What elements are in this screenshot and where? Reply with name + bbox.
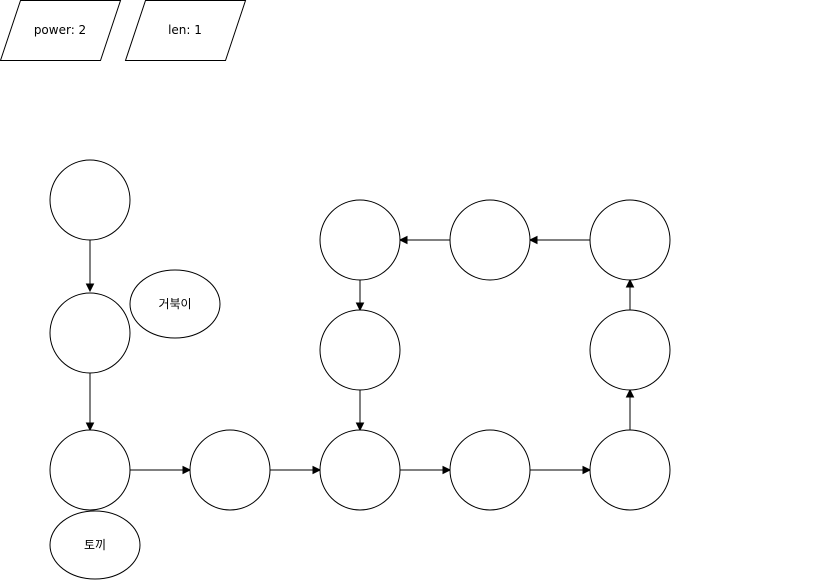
param-power-box: power: 2 [0,0,122,61]
nodes [49,159,671,511]
list-node-9 [589,199,671,281]
param-len-box: len: 1 [124,0,247,61]
list-node-6 [449,429,531,511]
list-node-1 [49,159,131,241]
edge-n11-n12 [355,280,365,312]
edge-n12-n5 [355,390,365,432]
list-node-3 [49,429,131,511]
edge-n8-n9 [625,278,635,310]
turtle-pointer: 거북이 [129,269,221,339]
edge-n10-n11 [398,235,450,245]
edge-n7-n8 [625,388,635,430]
edge-n6-n7 [530,465,592,475]
list-node-12 [319,309,401,391]
edge-n3-n4 [130,465,192,475]
list-node-2 [49,292,131,374]
turtle-label: 거북이 [158,297,191,311]
rabbit-label: 토끼 [84,538,106,552]
list-node-10 [449,199,531,281]
rabbit-pointer: 토끼 [49,510,141,580]
param-len-label: len: 1 [168,23,202,37]
list-node-11 [319,199,401,281]
list-node-5 [319,429,401,511]
edge-n1-n2 [85,240,95,293]
list-node-8 [589,309,671,391]
edge-n5-n6 [400,465,452,475]
list-node-4 [189,429,271,511]
param-power-label: power: 2 [34,23,86,37]
edge-n9-n10 [528,235,590,245]
edge-n2-n3 [85,373,95,432]
edges [85,235,635,475]
edge-n4-n5 [270,465,322,475]
list-node-7 [589,429,671,511]
